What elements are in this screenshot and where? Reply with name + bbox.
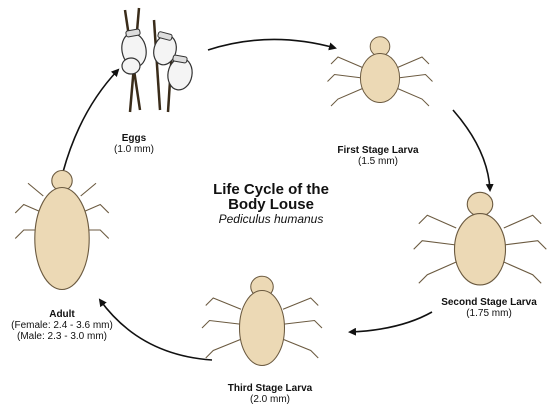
eggs-label: Eggs (1.0 mm) — [104, 133, 164, 155]
first-stage-larva-label: First Stage Larva (1.5 mm) — [318, 145, 438, 167]
first-stage-larva-size: (1.5 mm) — [318, 156, 438, 167]
second-stage-larva-size: (1.75 mm) — [425, 308, 553, 319]
diagram-title: Life Cycle of the Body Louse Pediculus h… — [186, 182, 356, 226]
second-stage-larva-label: Second Stage Larva (1.75 mm) — [425, 297, 553, 319]
adult-louse-illustration — [15, 171, 109, 290]
adult-label: Adult (Female: 2.4 - 3.6 mm) (Male: 2.3 … — [0, 309, 124, 342]
eggs-name: Eggs — [104, 133, 164, 144]
title-line-1: Life Cycle of the — [186, 182, 356, 197]
arrow-eggs-to-first — [208, 39, 335, 50]
first-stage-larva-name: First Stage Larva — [318, 145, 438, 156]
arrow-second-to-third — [350, 312, 432, 332]
second-stage-larva-illustration — [414, 192, 547, 285]
adult-size-female: (Female: 2.4 - 3.6 mm) — [0, 320, 124, 331]
eggs-illustration — [119, 8, 194, 112]
second-stage-larva-name: Second Stage Larva — [425, 297, 553, 308]
arrow-first-to-second — [453, 110, 490, 190]
adult-name: Adult — [0, 309, 124, 320]
title-line-2: Body Louse — [186, 197, 356, 212]
adult-size-male: (Male: 2.3 - 3.0 mm) — [0, 331, 124, 342]
third-stage-larva-size: (2.0 mm) — [210, 394, 330, 405]
third-stage-larva-illustration — [202, 276, 322, 365]
arrow-adult-to-eggs — [63, 70, 118, 172]
first-stage-larva-illustration — [328, 37, 433, 106]
scientific-name: Pediculus humanus — [186, 212, 356, 226]
eggs-size: (1.0 mm) — [104, 144, 164, 155]
third-stage-larva-label: Third Stage Larva (2.0 mm) — [210, 383, 330, 405]
third-stage-larva-name: Third Stage Larva — [210, 383, 330, 394]
